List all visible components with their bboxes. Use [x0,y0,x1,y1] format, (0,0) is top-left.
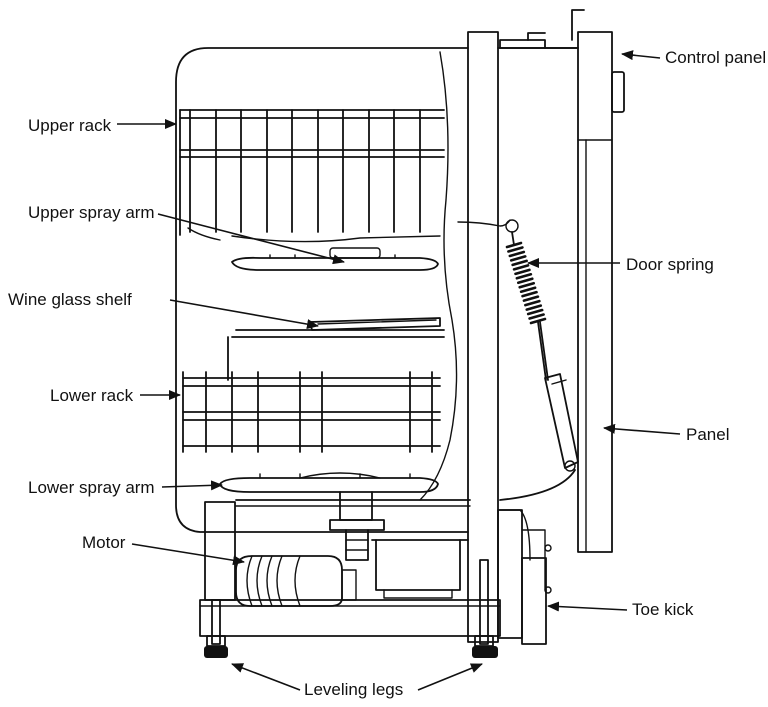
door-frame [467,31,579,643]
upper-spray-arm-drawing [231,247,439,271]
label-toe-kick: Toe kick [632,600,694,619]
label-lower-rack: Lower rack [50,386,134,405]
motor-drawing [235,555,357,607]
labels: Control panel Upper rack Upper spray arm… [8,48,766,699]
label-leveling-legs: Leveling legs [304,680,403,699]
lower-rack [182,329,445,453]
leveling-leg-left [204,599,228,658]
label-wine-glass-shelf: Wine glass shelf [8,290,132,309]
label-lower-spray-arm: Lower spray arm [28,478,155,497]
label-upper-rack: Upper rack [28,116,112,135]
wine-glass-shelf-drawing [309,317,441,331]
door-spring-drawing [457,219,579,472]
toe-kick-drawing [521,557,547,645]
label-control-panel: Control panel [665,48,766,67]
leveling-leg-right [472,559,498,658]
label-upper-spray-arm: Upper spray arm [28,203,155,222]
label-panel: Panel [686,425,729,444]
door-panel-drawing [577,31,625,553]
upper-rack [179,109,445,243]
label-door-spring: Door spring [626,255,714,274]
pointers [117,50,681,691]
label-motor: Motor [82,533,126,552]
lower-spray-arm-drawing [219,472,439,561]
